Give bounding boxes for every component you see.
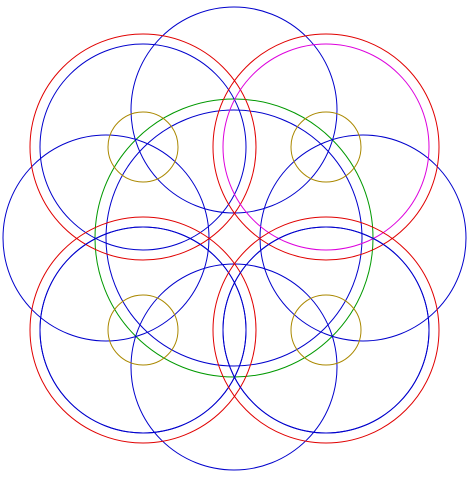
circle-layer [2, 6, 467, 471]
upper-left-inner-blue-circle [39, 43, 247, 251]
lower-right-red-circle [212, 216, 440, 444]
small-upper-left-olive-circle [107, 111, 179, 183]
small-lower-right-olive-circle [290, 294, 362, 366]
lower-left-red-circle [29, 216, 257, 444]
upper-right-red-circle [212, 33, 440, 261]
lower-right-inner-blue-circle [222, 226, 430, 434]
small-upper-right-olive-circle [290, 111, 362, 183]
small-lower-left-olive-circle [107, 294, 179, 366]
center-blue-circle [105, 109, 363, 367]
upper-right-magenta-circle [222, 43, 430, 251]
lower-left-inner-blue-circle [39, 226, 247, 434]
upper-left-red-circle [29, 33, 257, 261]
